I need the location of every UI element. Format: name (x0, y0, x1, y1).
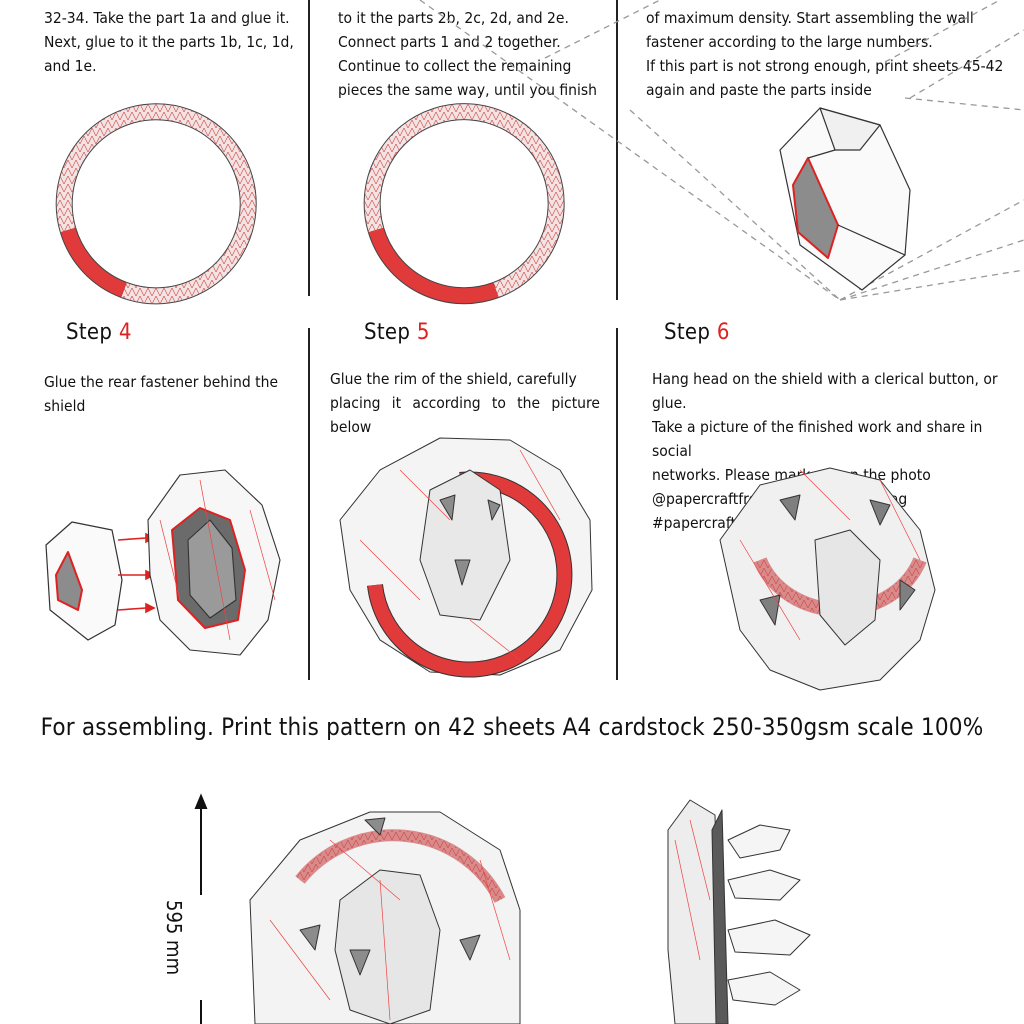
ring-part-2 (363, 103, 565, 305)
medusa-front-view (249, 811, 521, 1024)
step6-label: Step (664, 320, 711, 345)
ring-part-1 (55, 103, 257, 305)
step5-label: Step (364, 320, 411, 345)
divider-top-1 (308, 0, 310, 296)
rear-fastener-small (45, 521, 123, 641)
step4-text: Glue the rear fastener behind the shield (44, 373, 279, 415)
step4-label: Step (66, 320, 113, 345)
step4-heading: Step 4 (66, 320, 132, 345)
medusa-shield-step5 (339, 437, 593, 678)
step4-number: 4 (118, 320, 132, 345)
medusa-finished-step6 (719, 467, 936, 691)
step5-number: 5 (416, 320, 430, 345)
dimension-arrow (194, 793, 208, 1024)
step5-text: Glue the rim of the shield, carefully pl… (330, 370, 600, 436)
step5-heading: Step 5 (364, 320, 430, 345)
step6-number: 6 (716, 320, 730, 345)
medusa-side-view (667, 799, 811, 1024)
wall-fastener (779, 107, 911, 291)
print-instructions-banner: For assembling. Print this pattern on 42… (40, 713, 984, 741)
step1-text: 32-34. Take the part 1a and glue it. Nex… (44, 9, 294, 75)
shield-back (147, 469, 281, 656)
divider-mid-2 (616, 328, 618, 680)
guide-lines (419, 0, 1024, 301)
step6-heading: Step 6 (664, 320, 730, 345)
divider-top-2 (616, 0, 618, 300)
step2-text: to it the parts 2b, 2c, 2d, and 2e. Conn… (338, 9, 598, 99)
step3-text: of maximum density. Start assembling the… (646, 9, 1004, 99)
divider-mid-1 (308, 328, 310, 680)
